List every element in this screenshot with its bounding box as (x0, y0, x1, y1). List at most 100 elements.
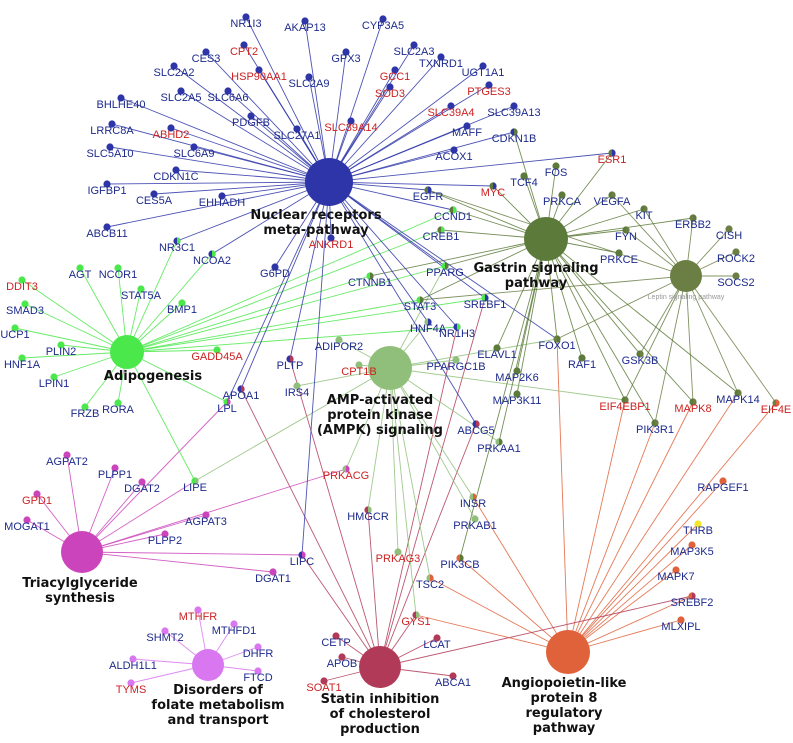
gene-node-mapk7[interactable] (672, 566, 680, 574)
hub-node-gastrin[interactable] (524, 217, 568, 261)
gene-node-g6pd[interactable] (271, 263, 279, 271)
gene-node-gpd1[interactable] (33, 490, 41, 498)
gene-node-tcf4[interactable] (520, 172, 528, 180)
gene-node-mthfd1[interactable] (230, 620, 238, 628)
gene-node-tyms[interactable] (127, 679, 135, 687)
gene-node-gcc1[interactable] (391, 66, 399, 74)
gene-node-ncor1[interactable] (114, 264, 122, 272)
hub-node-trig[interactable] (61, 531, 103, 573)
gene-node-slc39a4[interactable] (447, 102, 455, 110)
gene-node-soat1[interactable] (320, 677, 328, 685)
hub-node-nuclear[interactable] (305, 158, 353, 206)
gene-node-frzb[interactable] (81, 403, 89, 411)
gene-node-agpat2[interactable] (63, 451, 71, 459)
gene-node-slc2a2[interactable] (170, 62, 178, 70)
gene-node-ddit3[interactable] (18, 276, 26, 284)
gene-node-gadd45a[interactable] (213, 346, 221, 354)
gene-node-slc39a14[interactable] (347, 117, 355, 125)
gene-node-cetp[interactable] (332, 632, 340, 640)
gene-node-cpt1b[interactable] (355, 361, 363, 369)
hub-node-angpt[interactable] (546, 630, 590, 674)
gene-node-lpin1[interactable] (50, 373, 58, 381)
gene-node-cish[interactable] (725, 225, 733, 233)
gene-node-akap13[interactable] (301, 17, 309, 25)
hub-node-folate[interactable] (192, 649, 224, 681)
gene-node-dhfr[interactable] (254, 643, 262, 651)
gene-node-agt[interactable] (76, 264, 84, 272)
gene-node-ehhadh[interactable] (218, 192, 226, 200)
gene-node-nr1i3[interactable] (242, 13, 250, 21)
gene-node-aldh1l1[interactable] (129, 655, 137, 663)
gene-node-slc2a3[interactable] (410, 41, 418, 49)
gene-node-map3k11[interactable] (513, 390, 521, 398)
gene-node-ugt1a1[interactable] (479, 62, 487, 70)
gene-node-ces3[interactable] (202, 48, 210, 56)
gene-node-ftcd[interactable] (254, 667, 262, 675)
gene-node-smad3[interactable] (21, 300, 29, 308)
gene-node-irs4[interactable] (293, 382, 301, 390)
gene-node-raf1[interactable] (578, 354, 586, 362)
gene-node-shmt2[interactable] (161, 627, 169, 635)
gene-node-slc2a5[interactable] (177, 87, 185, 95)
gene-node-slc6a6[interactable] (224, 87, 232, 95)
gene-node-fos[interactable] (552, 162, 560, 170)
gene-node-abca1[interactable] (449, 672, 457, 680)
gene-node-slc2a9[interactable] (305, 73, 313, 81)
gene-node-rapgef1[interactable] (719, 477, 727, 485)
gene-node-cyp3a5[interactable] (379, 15, 387, 23)
gene-node-socs2[interactable] (732, 272, 740, 280)
gene-node-abhd2[interactable] (167, 124, 175, 132)
hub-node-adipo[interactable] (110, 335, 144, 369)
gene-node-mthfr[interactable] (194, 606, 202, 614)
gene-node-prkce[interactable] (615, 249, 623, 257)
gene-node-cdkn1c[interactable] (172, 166, 180, 174)
gene-node-pdgfb[interactable] (247, 112, 255, 120)
gene-node-mogat1[interactable] (23, 516, 31, 524)
gene-node-prkca[interactable] (558, 191, 566, 199)
gene-node-acox1[interactable] (450, 146, 458, 154)
gene-node-plpp2[interactable] (161, 530, 169, 538)
gene-node-ankrd1[interactable] (327, 234, 335, 242)
gene-node-hsp90aa1[interactable] (255, 66, 263, 74)
gene-node-stat5a[interactable] (137, 285, 145, 293)
gene-node-ucp1[interactable] (11, 324, 19, 332)
gene-node-plpp1[interactable] (111, 464, 119, 472)
gene-node-prkab1[interactable] (471, 515, 479, 523)
gene-node-dgat1[interactable] (269, 568, 277, 576)
gene-node-bmp1[interactable] (178, 299, 186, 307)
gene-node-adipor2[interactable] (335, 336, 343, 344)
hub-node-statin[interactable] (359, 646, 401, 688)
gene-node-sod3[interactable] (386, 83, 394, 91)
gene-node-plin2[interactable] (57, 341, 65, 349)
gene-node-lrrc8a[interactable] (108, 120, 116, 128)
hub-node-ampk[interactable] (368, 346, 412, 390)
gene-node-dgat2[interactable] (138, 478, 146, 486)
gene-node-slc27a1[interactable] (293, 125, 301, 133)
gene-node-rock2[interactable] (732, 248, 740, 256)
gene-node-maff[interactable] (463, 122, 471, 130)
gene-node-ces5a[interactable] (150, 190, 158, 198)
gene-node-slc6a9[interactable] (190, 143, 198, 151)
gene-node-cpt2[interactable] (240, 41, 248, 49)
gene-node-ptges3[interactable] (485, 81, 493, 89)
gene-node-slc39a13[interactable] (510, 102, 518, 110)
gene-node-slc5a10[interactable] (106, 143, 114, 151)
gene-node-map3k5[interactable] (688, 541, 696, 549)
gene-node-agpat3[interactable] (202, 511, 210, 519)
gene-node-ppargc1b[interactable] (452, 356, 460, 364)
gene-node-apob[interactable] (338, 653, 346, 661)
gene-node-prkag3[interactable] (394, 548, 402, 556)
gene-node-txnrd1[interactable] (437, 53, 445, 61)
gene-node-abcb11[interactable] (103, 223, 111, 231)
gene-node-gpx3[interactable] (342, 48, 350, 56)
gene-node-mlxipl[interactable] (677, 616, 685, 624)
gene-node-thrb[interactable] (694, 520, 702, 528)
gene-node-bhlhe40[interactable] (117, 94, 125, 102)
gene-node-elavl1[interactable] (493, 344, 501, 352)
gene-node-igfbp1[interactable] (103, 180, 111, 188)
gene-node-lcat[interactable] (433, 634, 441, 642)
gene-node-rora[interactable] (114, 399, 122, 407)
gene-node-hnf1a[interactable] (18, 354, 26, 362)
hub-node-leptin[interactable] (670, 260, 702, 292)
gene-node-map2k6[interactable] (513, 367, 521, 375)
